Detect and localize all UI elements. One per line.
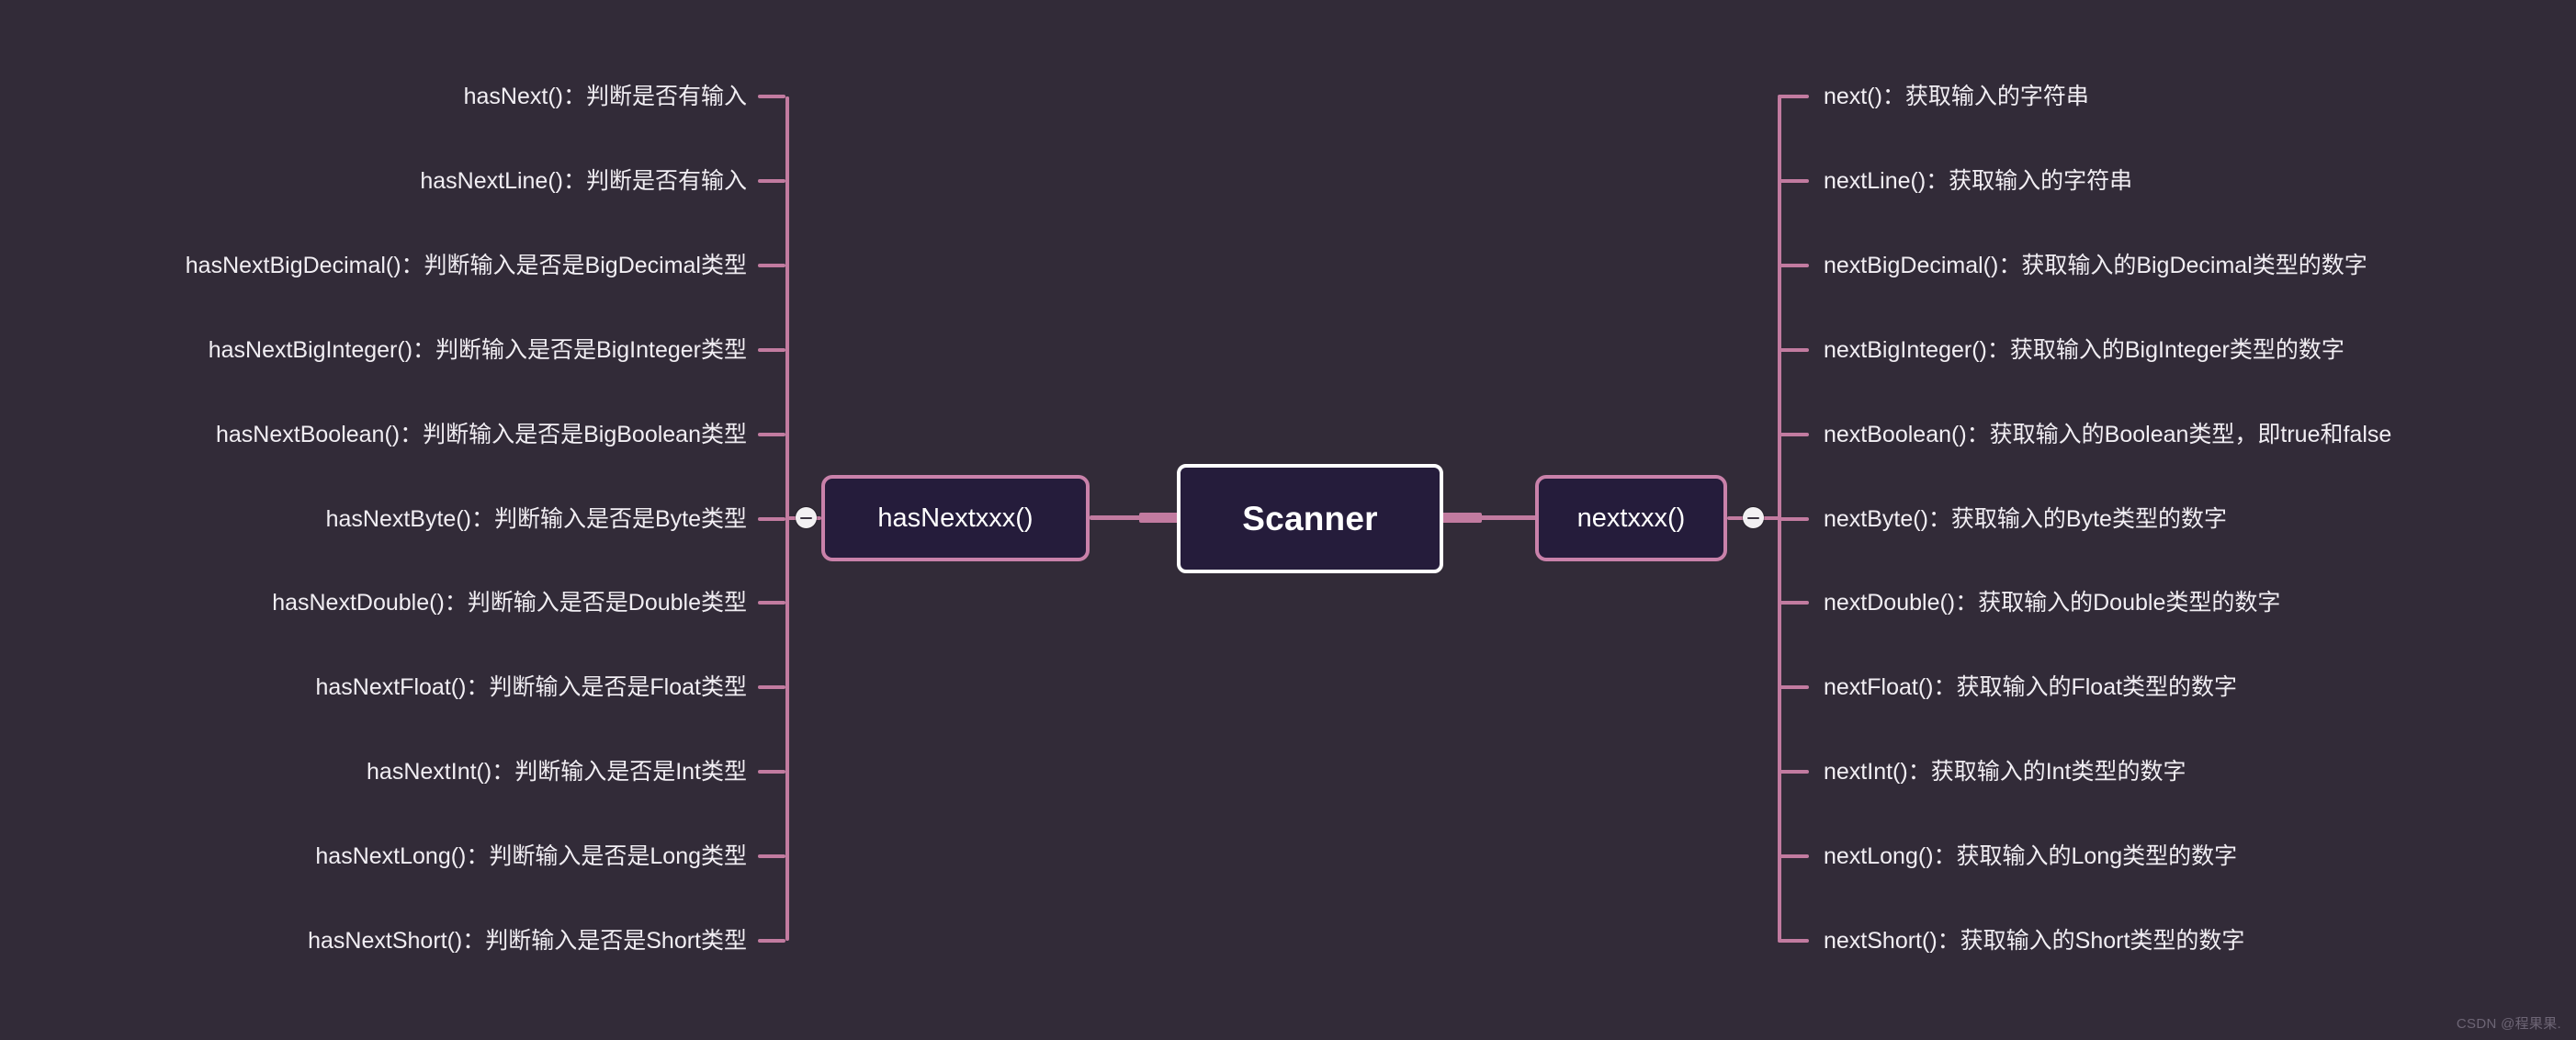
right-leaf-connector (1778, 95, 1809, 98)
left-leaf-label[interactable]: hasNextBigDecimal()：判断输入是否是BigDecimal类型 (185, 253, 747, 278)
right-leaf-connector (1778, 517, 1809, 521)
trunk-left-thick (1139, 513, 1181, 523)
left-leaf-label[interactable]: hasNextBigInteger()：判断输入是否是BigInteger类型 (208, 337, 747, 363)
collapse-minus-icon-left[interactable] (796, 507, 817, 528)
right-leaf-connector (1778, 854, 1809, 858)
right-leaf-label[interactable]: next()：获取输入的字符串 (1824, 84, 2089, 109)
trunk-right-thick (1441, 513, 1482, 523)
collapse-minus-icon-right[interactable] (1743, 507, 1764, 528)
right-leaf-label[interactable]: nextDouble()：获取输入的Double类型的数字 (1824, 590, 2281, 616)
left-leaf-label[interactable]: hasNextLine()：判断是否有输入 (420, 168, 747, 194)
left-leaf-connector (758, 95, 785, 98)
right-leaf-connector (1778, 770, 1809, 774)
right-leaf-label[interactable]: nextShort()：获取输入的Short类型的数字 (1824, 928, 2245, 954)
left-leaf-label[interactable]: hasNextShort()：判断输入是否是Short类型 (308, 928, 747, 954)
right-leaf-connector (1778, 433, 1809, 436)
right-leaf-label[interactable]: nextLong()：获取输入的Long类型的数字 (1824, 843, 2238, 869)
left-leaf-label[interactable]: hasNextByte()：判断输入是否是Byte类型 (325, 506, 747, 532)
left-branch-spine-extension (785, 96, 789, 518)
right-leaf-connector (1778, 601, 1809, 605)
left-leaf-label[interactable]: hasNextBoolean()：判断输入是否是BigBoolean类型 (216, 422, 747, 447)
trunk-left-thin (1090, 515, 1170, 520)
root-node-label: Scanner (1242, 499, 1378, 537)
left-leaf-label[interactable]: hasNext()：判断是否有输入 (463, 84, 747, 109)
left-leaf-label[interactable]: hasNextLong()：判断输入是否是Long类型 (315, 843, 747, 869)
left-leaf-label[interactable]: hasNextDouble()：判断输入是否是Double类型 (272, 590, 747, 616)
left-leaf-connector (758, 854, 785, 858)
right-leaf-label[interactable]: nextBigInteger()：获取输入的BigInteger类型的数字 (1824, 337, 2344, 363)
left-leaf-connector (758, 685, 785, 689)
left-leaf-connector (758, 939, 785, 943)
left-leaf-connector (758, 433, 785, 436)
left-leaf-label[interactable]: hasNextInt()：判断输入是否是Int类型 (367, 759, 747, 785)
right-leaf-connector (1778, 685, 1809, 689)
left-leaf-connector (758, 601, 785, 605)
right-leaf-connector (1778, 939, 1809, 943)
branch-node-nextxxx-label: nextxxx() (1576, 503, 1686, 533)
right-leaf-label[interactable]: nextFloat()：获取输入的Float类型的数字 (1824, 674, 2238, 700)
right-leaf-label[interactable]: nextInt()：获取输入的Int类型的数字 (1824, 759, 2186, 785)
branch-node-nextxxx[interactable]: nextxxx() (1535, 475, 1727, 561)
root-node-scanner[interactable]: Scanner (1177, 464, 1443, 573)
left-leaf-connector (758, 179, 785, 183)
right-leaf-label[interactable]: nextBigDecimal()：获取输入的BigDecimal类型的数字 (1824, 253, 2367, 278)
right-leaf-label[interactable]: nextLine()：获取输入的字符串 (1824, 168, 2133, 194)
left-leaf-connector (758, 348, 785, 352)
branch-node-hasnextxxx[interactable]: hasNextxxx() (821, 475, 1090, 561)
right-leaf-connector (1778, 264, 1809, 267)
right-leaf-connector (1778, 179, 1809, 183)
right-leaf-label[interactable]: nextByte()：获取输入的Byte类型的数字 (1824, 506, 2227, 532)
trunk-right-thin (1474, 515, 1539, 520)
left-leaf-connector (758, 264, 785, 267)
left-leaf-connector (758, 517, 785, 521)
left-leaf-connector (758, 770, 785, 774)
right-leaf-connector (1778, 348, 1809, 352)
watermark: CSDN @程果果. (2456, 1016, 2561, 1032)
left-leaf-label[interactable]: hasNextFloat()：判断输入是否是Float类型 (315, 674, 747, 700)
right-leaf-label[interactable]: nextBoolean()：获取输入的Boolean类型，即true和false (1824, 422, 2392, 447)
branch-node-hasnextxxx-label: hasNextxxx() (877, 503, 1034, 533)
